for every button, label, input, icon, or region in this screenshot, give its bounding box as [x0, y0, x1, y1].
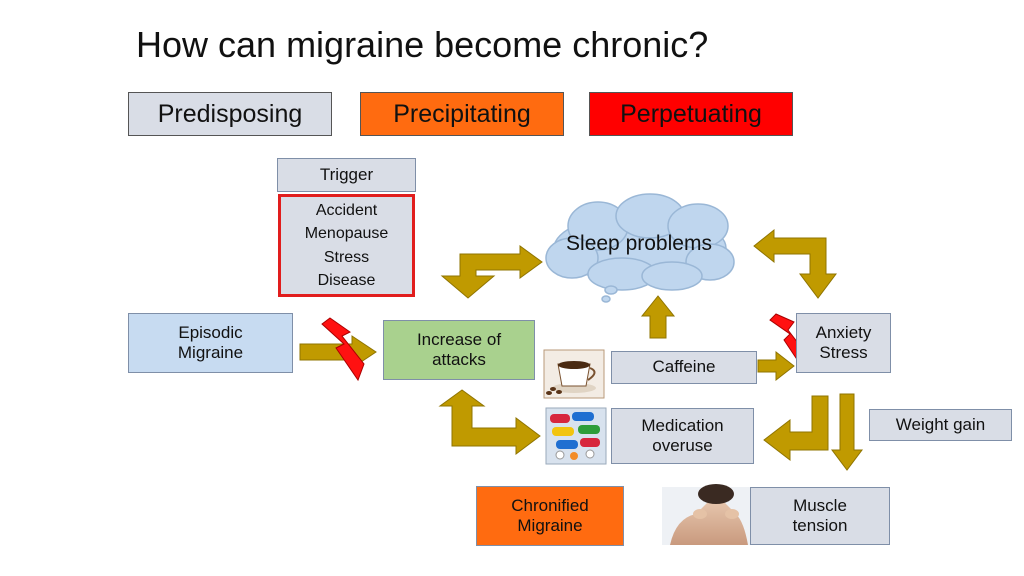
arrow-medication-increase — [438, 389, 541, 455]
coffee-cup-icon — [543, 349, 605, 399]
arrow-sleep-to-anxiety — [753, 228, 837, 299]
caffeine-box: Caffeine — [611, 351, 757, 384]
medication-overuse-box: Medication overuse — [611, 408, 754, 464]
arrow-caffeine-to-anxiety — [757, 350, 795, 382]
increase-of-attacks-box: Increase of attacks — [383, 320, 535, 380]
arrow-episodic-to-increase — [299, 335, 377, 369]
legend-perpetuating: Perpetuating — [589, 92, 793, 136]
sleep-cloud — [545, 193, 735, 303]
arrow-anxiety-to-muscle — [831, 393, 863, 471]
episodic-migraine-box: Episodic Migraine — [128, 313, 293, 373]
legend-precipitating: Precipitating — [360, 92, 564, 136]
trigger-list-box: Accident Menopause Stress Disease — [278, 194, 415, 297]
pills-icon — [545, 407, 607, 465]
anxiety-stress-box: Anxiety Stress — [796, 313, 891, 373]
trigger-box: Trigger — [277, 158, 416, 192]
legend-predisposing: Predisposing — [128, 92, 332, 136]
lightning-bolt-icon — [321, 317, 365, 382]
sleep-problems-label: Sleep problems — [566, 232, 712, 255]
chronified-migraine-box: Chronified Migraine — [476, 486, 624, 546]
arrow-anxiety-to-medication — [763, 395, 829, 462]
muscle-tension-box: Muscle tension — [750, 487, 890, 545]
neck-pain-photo — [662, 484, 750, 545]
page-title: How can migraine become chronic? — [136, 24, 709, 65]
arrow-caffeine-to-sleep — [640, 295, 676, 339]
weight-gain-box: Weight gain — [869, 409, 1012, 441]
arrow-increase-to-sleep — [440, 245, 543, 299]
